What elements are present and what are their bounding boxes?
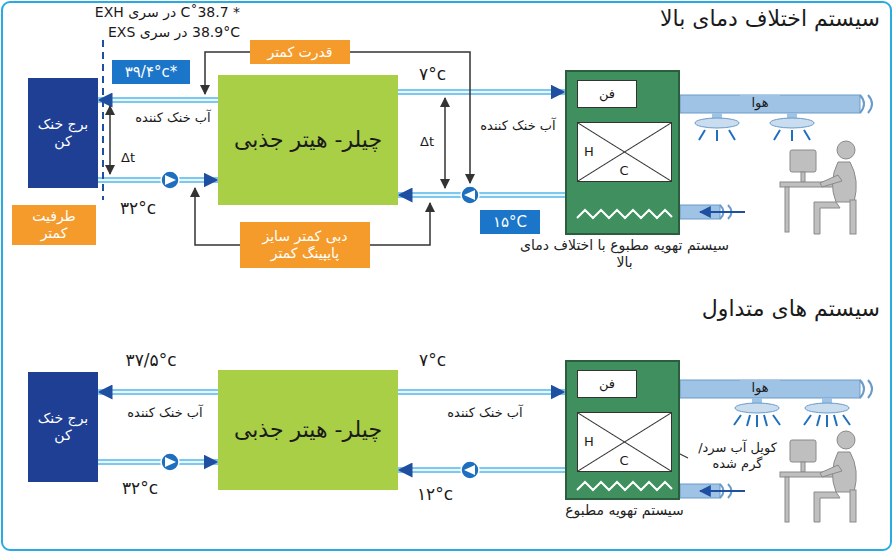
separator	[102, 40, 104, 200]
note-box: طرفیت کمتر	[12, 205, 96, 245]
leader-arrow	[370, 203, 430, 245]
air-handling-unit: سیستم تهویه مطبوع با اختلاف دمای بالافنH…	[565, 70, 680, 235]
delta-arrow	[109, 106, 111, 174]
coil-label: کویل آب سرد/گرم شده	[690, 440, 785, 471]
coil-box: HC	[577, 122, 672, 182]
node-text: فن	[599, 86, 615, 102]
fan-box: فن	[577, 370, 637, 398]
node-text: چیلر- هیتر جذبی	[234, 127, 382, 153]
node-text: فن	[599, 376, 615, 392]
node-text: C	[620, 163, 629, 179]
section-title: سیستم های متداول	[540, 296, 880, 322]
diffuser	[695, 113, 814, 141]
person-at-desk	[780, 431, 856, 522]
delta-label: Δt	[116, 150, 140, 166]
node-text: ۳۹/۴°c*	[125, 63, 177, 81]
node-text: C	[620, 453, 629, 469]
water-pipe	[98, 180, 218, 181]
air-handling-unit: سیستم تهویه مطبوعفنHC	[565, 360, 680, 500]
unit-caption: سیستم تهویه مطبوع با اختلاف دمای بالا	[517, 237, 732, 271]
temperature-tag: ۳۹/۴°c*	[112, 60, 190, 84]
delta-label: Δt	[414, 134, 440, 150]
pump	[461, 186, 479, 204]
coil-box: HC	[577, 412, 672, 472]
flow-label: آب خنک کننده	[125, 405, 205, 421]
node-text: قدرت کمتر	[267, 44, 332, 61]
diffuser	[734, 398, 850, 427]
water-pipe	[398, 195, 565, 196]
temperature-label: ۳۲°c	[108, 198, 168, 218]
flow-label: آب خنک کننده	[478, 118, 558, 134]
node-text: دبی کمتر سایز پایپینگ کمتر	[245, 228, 365, 262]
air-duct	[680, 380, 872, 498]
model-note: * 38.7˚C در سری EXH	[60, 4, 240, 21]
air-label: هوا	[740, 380, 780, 396]
node-text: H	[584, 144, 594, 160]
delta-arrow	[444, 98, 446, 188]
temperature-label: ۷°c	[405, 350, 460, 370]
pump	[161, 171, 179, 189]
person-at-desk	[780, 141, 856, 234]
coil-fins	[577, 482, 672, 490]
unit-caption: سیستم تهویه مطبوع	[517, 502, 732, 519]
node-text: چیلر- هیتر جذبی	[234, 417, 382, 443]
pump	[161, 453, 179, 471]
node-text: برج خنک کن	[33, 116, 93, 150]
water-pipe	[398, 470, 565, 471]
water-pipe	[398, 392, 565, 393]
water-pipe	[98, 100, 218, 101]
temperature-label: ۷°c	[405, 64, 460, 84]
water-pipe	[98, 392, 218, 393]
coil-fins	[577, 210, 672, 218]
node-text: ۱۵°C	[493, 213, 527, 231]
note-box: دبی کمتر سایز پایپینگ کمتر	[240, 222, 370, 268]
node-text: طرفیت کمتر	[17, 208, 91, 242]
cooling-tower: برج خنک کن	[28, 78, 98, 188]
node-text: H	[584, 434, 594, 450]
temperature-tag: ۱۵°C	[480, 210, 540, 234]
air-label: هوا	[740, 95, 780, 111]
flow-label: آب خنک کننده	[133, 110, 213, 126]
node-text: برج خنک کن	[33, 410, 93, 444]
temperature-label: ۳۷/۵°c	[112, 350, 190, 370]
section-title: سیستم اختلاف دمای بالا	[540, 6, 880, 32]
absorption-chiller: چیلر- هیتر جذبی	[218, 75, 398, 205]
absorption-chiller: چیلر- هیتر جذبی	[218, 370, 398, 490]
water-pipe	[98, 462, 218, 463]
pump	[461, 461, 479, 479]
water-pipe	[398, 92, 565, 93]
temperature-label: ۱۲°c	[405, 484, 465, 504]
cooling-tower: برج خنک کن	[28, 372, 98, 482]
model-note: 38.9°C در سری EXS	[60, 24, 240, 41]
air-duct	[680, 95, 872, 219]
fan-box: فن	[577, 80, 637, 108]
flow-label: آب خنک کننده	[445, 405, 525, 421]
temperature-label: ۳۲°c	[110, 478, 170, 498]
note-box: قدرت کمتر	[250, 40, 350, 64]
